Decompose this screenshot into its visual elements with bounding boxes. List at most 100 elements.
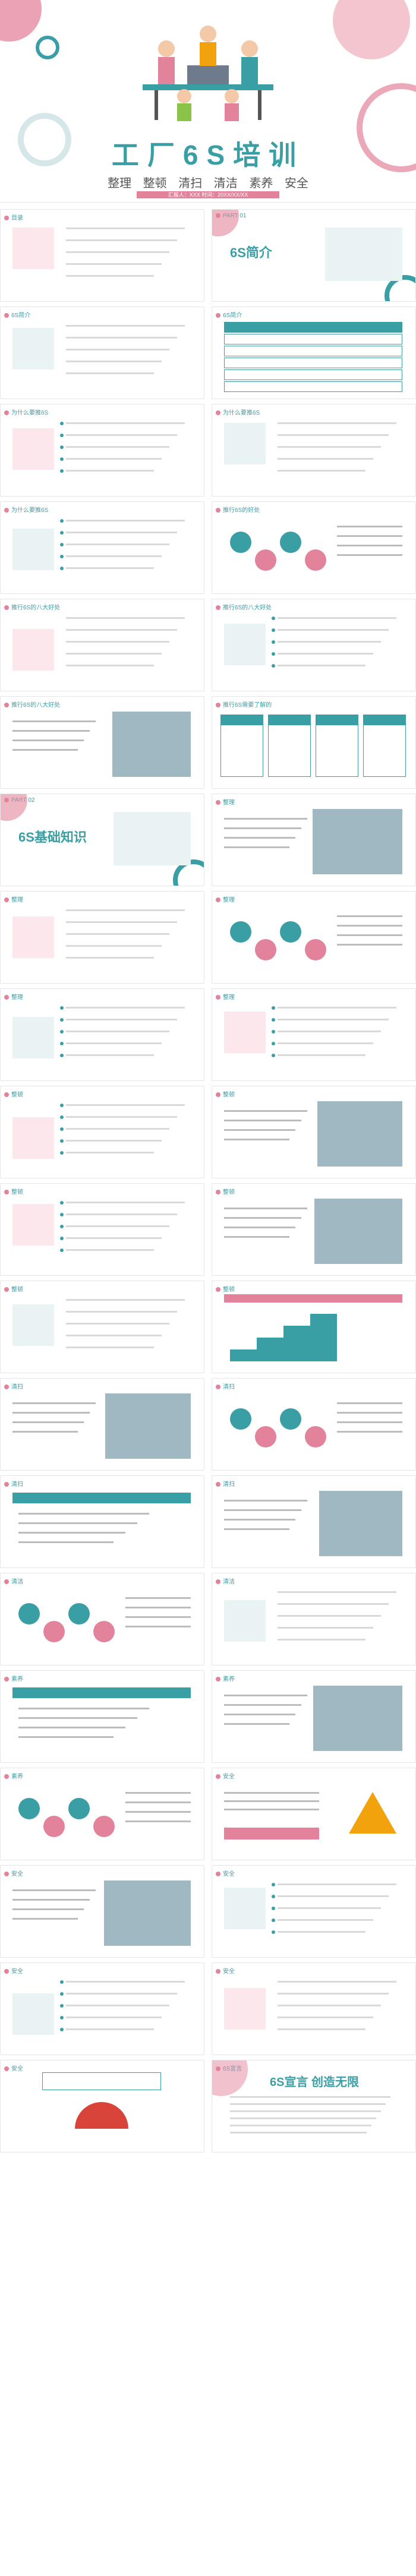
slide-thumbnail[interactable]: 安全 <box>212 1768 416 1860</box>
slide-thumbnail[interactable]: 推行6S的好处 <box>212 501 416 594</box>
node-circle <box>255 549 276 571</box>
slide-thumbnail[interactable]: 清洁 <box>212 1573 416 1665</box>
slide-thumbnail[interactable]: 目录 <box>0 209 204 302</box>
slide-thumbnail[interactable]: 整理 <box>212 891 416 984</box>
text-line <box>66 1007 185 1009</box>
slide-thumbnail[interactable]: 安全 <box>212 1865 416 1958</box>
table-row <box>224 381 402 392</box>
slide-thumbnail[interactable]: 6S宣言6S宣言 创造无限 <box>212 2060 416 2153</box>
slide-thumbnail[interactable]: 整理 <box>0 988 204 1081</box>
text-line <box>66 945 162 947</box>
image-placeholder <box>12 1304 54 1346</box>
bullet <box>60 422 64 425</box>
photo <box>105 1393 191 1459</box>
slide-thumbnail[interactable]: 6S简介 <box>0 306 204 399</box>
slide-thumbnail[interactable]: 安全 <box>212 1962 416 2055</box>
text-line <box>278 1639 365 1641</box>
slide-thumbnail[interactable]: 清扫 <box>0 1378 204 1471</box>
warning-icon <box>349 1792 396 1834</box>
table-row <box>224 346 402 356</box>
slide-thumbnail[interactable]: 安全 <box>0 1865 204 1958</box>
node-circle <box>280 532 301 553</box>
slide-thumbnail[interactable]: 推行6S的八大好处 <box>212 599 416 691</box>
text-line <box>230 2096 390 2098</box>
slide-thumbnail[interactable]: 整顿 <box>212 1086 416 1178</box>
slide-thumbnail[interactable]: 清扫 <box>212 1378 416 1471</box>
text-line <box>66 641 169 643</box>
slide-heading: 整理 <box>216 895 235 903</box>
image-placeholder <box>12 1204 54 1246</box>
slide-thumbnail[interactable]: 整顿 <box>212 1281 416 1373</box>
slide-thumbnail[interactable]: 6S简介 <box>212 306 416 399</box>
slide-thumbnail[interactable]: 素养 <box>0 1768 204 1860</box>
text-line <box>66 665 154 666</box>
slide-thumbnail[interactable]: 整顿 <box>0 1281 204 1373</box>
text-line <box>224 1528 289 1530</box>
slide-thumbnail[interactable]: 整理 <box>0 891 204 984</box>
text-line <box>66 227 185 229</box>
photo <box>313 809 402 874</box>
bullet <box>60 555 64 558</box>
text-line <box>278 1931 365 1933</box>
text-line <box>125 1820 191 1822</box>
text-line <box>66 543 169 545</box>
stair-step <box>283 1326 310 1361</box>
image-placeholder <box>12 1117 54 1159</box>
text-line <box>66 1225 169 1227</box>
bullet <box>60 1151 64 1155</box>
text-line <box>278 2028 365 2030</box>
slide-thumbnail[interactable]: 为什么要推6S <box>0 501 204 594</box>
slide-thumbnail[interactable]: 整顿 <box>212 1183 416 1276</box>
slide-thumbnail[interactable]: 整顿 <box>0 1183 204 1276</box>
slide-thumbnail[interactable]: 整顿 <box>0 1086 204 1178</box>
text-line <box>278 2005 381 2006</box>
slide-thumbnail[interactable]: 安全 <box>0 2060 204 2153</box>
image-placeholder <box>224 423 266 464</box>
slide-thumbnail[interactable]: 清扫 <box>0 1475 204 1568</box>
text-line <box>224 1500 307 1502</box>
slide-thumbnail[interactable]: 清洁 <box>0 1573 204 1665</box>
image-placeholder <box>12 916 54 958</box>
slide-thumbnail[interactable]: 整理 <box>212 794 416 886</box>
slide-heading: 整理 <box>216 992 235 1001</box>
slide-thumbnail[interactable]: 推行6S的八大好处 <box>0 696 204 789</box>
slide-heading: 整顿 <box>216 1089 235 1098</box>
slide-thumbnail[interactable]: 安全 <box>0 1962 204 2055</box>
bullet <box>272 628 275 632</box>
banner <box>12 1687 191 1698</box>
slide-thumbnail[interactable]: 为什么要推6S <box>0 404 204 497</box>
text-line <box>66 470 154 472</box>
slide-thumbnail[interactable]: 推行6S需要了解的 <box>212 696 416 789</box>
stair-step <box>310 1314 337 1361</box>
bullet <box>60 1213 64 1216</box>
text-line <box>66 1104 185 1106</box>
slide-row: 安全6S宣言6S宣言 创造无限 <box>0 2060 416 2153</box>
text-line <box>230 2125 371 2126</box>
text-line <box>278 1993 389 1995</box>
photo <box>313 1686 402 1751</box>
bullet <box>272 1895 275 1898</box>
text-line <box>12 1412 90 1414</box>
bullet <box>272 1054 275 1057</box>
text-line <box>337 1402 402 1404</box>
image-placeholder <box>224 624 266 665</box>
slide-thumbnail[interactable]: 推行6S的八大好处 <box>0 599 204 691</box>
node-circle <box>305 939 326 960</box>
slide-thumbnail[interactable]: 清扫 <box>212 1475 416 1568</box>
slide-thumbnail[interactable]: 素养 <box>0 1670 204 1763</box>
slide-thumbnail[interactable]: 素养 <box>212 1670 416 1763</box>
text-line <box>278 1615 381 1617</box>
text-line <box>278 1603 389 1605</box>
bullet <box>60 1237 64 1240</box>
text-line <box>337 1421 402 1423</box>
slide-thumbnail[interactable]: 为什么要推6S <box>212 404 416 497</box>
title-slide[interactable]: 工厂6S培训 整理 整顿 清扫 清洁 素养 安全 汇报人：XXX 时间：20XX… <box>0 0 416 203</box>
slide-thumbnail[interactable]: 整理 <box>212 988 416 1081</box>
text-line <box>66 1054 154 1056</box>
